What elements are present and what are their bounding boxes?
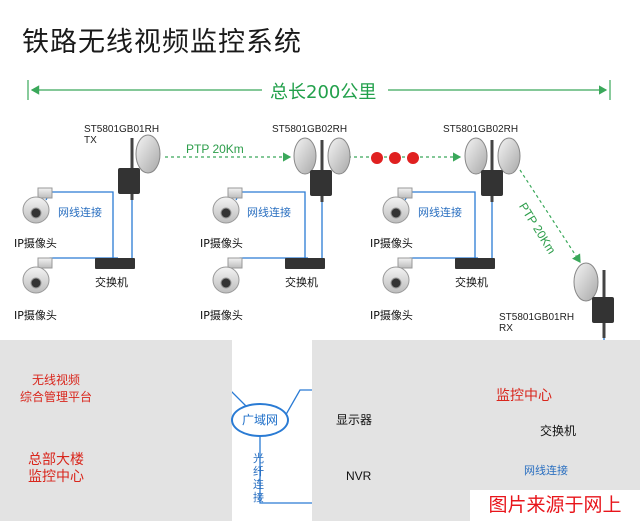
switch-icon [455, 258, 495, 269]
display-label: 显示器 [336, 413, 373, 427]
network-cable-label: 网线连接 [58, 206, 102, 219]
network-cable-label: 网线连接 [418, 206, 462, 219]
switch-icon [95, 258, 135, 269]
relay2-dish-icon [464, 137, 521, 202]
ip-camera-label: IP摄像头 [200, 237, 243, 250]
network-cable-label: 网线连接 [247, 206, 291, 219]
ip-camera-label: IP摄像头 [14, 237, 57, 250]
camera-icon [22, 257, 53, 294]
relay2-model-label: ST5801GB02RH [443, 124, 519, 135]
switch-label: 交换机 [95, 276, 128, 289]
relay1-model-label: ST5801GB02RH [272, 124, 348, 135]
switch-label: 交换机 [455, 276, 488, 289]
platform-label: 无线视频 综合管理平台 [19, 373, 92, 404]
camera-icon [212, 187, 243, 224]
switch-icon [285, 258, 325, 269]
total-length-label: 总长200公里 [270, 82, 377, 103]
length-dimension-line [27, 80, 611, 100]
rx-dish-icon [573, 262, 614, 338]
nvr-label: NVR [346, 469, 372, 483]
hq-label: 总部大楼 监控中心 [28, 452, 84, 485]
ip-camera-label: IP摄像头 [370, 309, 413, 322]
camera-icon [382, 257, 413, 294]
rx-model-label: ST5801GB01RH RX [499, 312, 575, 334]
switch-label: 交换机 [285, 276, 318, 289]
camera-icon [22, 187, 53, 224]
monitor-center-label: 监控中心 [496, 388, 552, 404]
fiber-connection-label: 光纤连接 [253, 452, 264, 504]
page-title: 铁路无线视频监控系统 [22, 27, 302, 58]
ip-camera-label: IP摄像头 [200, 309, 243, 322]
watermark: 图片来源于网上 [470, 490, 640, 521]
relay1-dish-icon [293, 137, 351, 202]
wan-node: 广域网 [231, 403, 289, 437]
tx-model-label: ST5801GB01RH TX [84, 124, 160, 146]
center-switch-label: 交换机 [540, 424, 577, 438]
ip-camera-label: IP摄像头 [370, 237, 413, 250]
ptp-link-label: PTP 20Km [186, 142, 244, 156]
repeater-dots [371, 152, 419, 164]
center-network-cable-label: 网线连接 [524, 464, 568, 477]
ptp-link-3 [519, 169, 581, 264]
ip-camera-label: IP摄像头 [14, 309, 57, 322]
tx-dish-icon [118, 134, 161, 200]
camera-icon [382, 187, 413, 224]
hq-panel [0, 340, 232, 521]
camera-icon [212, 257, 243, 294]
